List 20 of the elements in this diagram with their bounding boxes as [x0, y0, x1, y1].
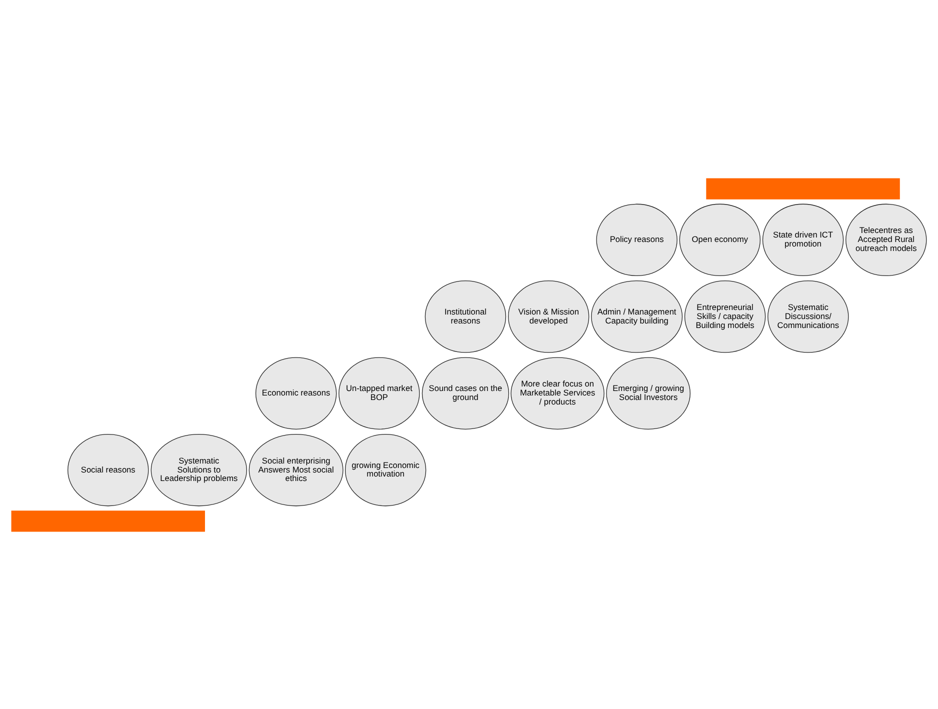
node-bar [706, 178, 900, 199]
node-ellipse: Emerging / growing Social Investors [606, 356, 690, 429]
node-ellipse: Social reasons [68, 433, 149, 506]
node-ellipse: Open economy [679, 203, 761, 276]
node-ellipse: Economic reasons [255, 356, 337, 429]
node-ellipse: More clear focus on Marketable Services / products [510, 356, 604, 429]
node-ellipse: Institutional reasons [424, 280, 506, 352]
node-ellipse: Entrepreneurial Skills / capacity Building models [684, 280, 766, 352]
node-ellipse: Admin / Management Capacity building [591, 280, 683, 352]
node-ellipse: Vision & Mission developed [508, 280, 590, 352]
node-ellipse: Social enterprising Answers Most social ethics [248, 433, 344, 506]
node-ellipse: Sound cases on the ground [422, 356, 510, 429]
node-ellipse: Systematic Discussions/ Communications [768, 280, 849, 352]
node-ellipse: Un-tapped market BOP [338, 356, 420, 429]
node-ellipse: State driven ICT promotion [762, 203, 844, 276]
node-ellipse: growing Economic motivation [344, 433, 426, 506]
node-ellipse: Policy reasons [596, 203, 678, 276]
node-ellipse: Systematic Solutions to Leadership problems [150, 433, 247, 506]
node-bar [11, 510, 205, 532]
node-ellipse: Telecentres as Accepted Rural outreach models [846, 203, 927, 276]
